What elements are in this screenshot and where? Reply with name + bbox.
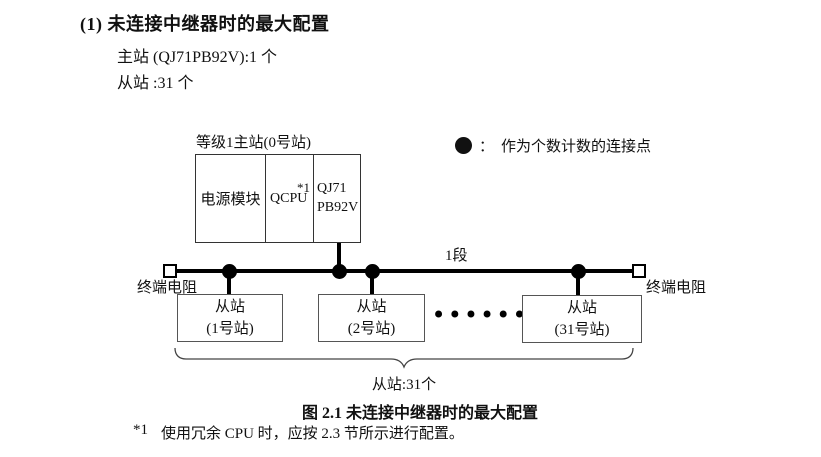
qj71-label-line1: QJ71 (317, 180, 347, 196)
connection-point-dot (222, 264, 237, 279)
connection-point-dot (332, 264, 347, 279)
slave-station-number: (31号站) (554, 322, 610, 338)
slave-station-name: 从站 (214, 298, 245, 315)
footnote: *1 使用冗余 CPU 时，应按 2.3 节所示进行配置。 (133, 422, 464, 443)
qj71pb92v-cell: QJ71 PB92V (314, 155, 360, 242)
bus-line (171, 269, 639, 273)
legend: ： 作为个数计数的连接点 (455, 135, 651, 156)
terminating-resistor-right-icon (632, 264, 646, 278)
figure-caption: 图 2.1 未连接中继器时的最大配置 (301, 405, 538, 422)
qcpu-label: QCPU (270, 190, 308, 206)
terminating-resistor-left-label: 终端电阻 (137, 280, 198, 296)
slave-count-line: 从站 :31 个 (117, 75, 194, 92)
section-heading: (1) 未连接中继器时的最大配置 (80, 14, 330, 34)
connection-point-dot (571, 264, 586, 279)
underbrace (174, 347, 634, 369)
footnote-ref-marker: *1 (297, 180, 310, 195)
master-station-box: 电源模块 *1 QCPU QJ71 PB92V (195, 154, 361, 243)
master-count-line: 主站 (QJ71PB92V):1 个 (117, 49, 278, 66)
slave-station-number: (2号站) (347, 321, 396, 337)
connection-point-dot (365, 264, 380, 279)
slave2-drop-line (370, 272, 374, 294)
slave-station-name: 从站 (566, 299, 597, 316)
brace-label: 从站:31个 (371, 377, 437, 393)
ellipsis-dots: •••••• (431, 301, 529, 329)
power-module-cell: 电源模块 (196, 155, 266, 242)
slave-station-box-31: 从站 (31号站) (522, 295, 642, 343)
terminating-resistor-left-icon (163, 264, 177, 278)
qj71-label-line2: PB92V (317, 199, 359, 215)
master-drop-line (337, 243, 341, 271)
segment-label: 1段 (445, 248, 468, 264)
master-station-label: 等级1主站(0号站) (196, 135, 311, 151)
legend-colon: ： (479, 139, 495, 155)
qcpu-cell: *1 QCPU (266, 155, 314, 242)
slave31-drop-line (576, 272, 580, 295)
slave-station-number: (1号站) (206, 321, 254, 337)
legend-text: 作为个数计数的连接点 (501, 139, 652, 155)
counted-connection-point-icon (455, 137, 472, 154)
slave-station-box-2: 从站 (2号站) (318, 294, 425, 342)
footnote-text: 使用冗余 CPU 时，应按 2.3 节所示进行配置。 (161, 426, 464, 442)
slave-station-box-1: 从站 (1号站) (177, 294, 283, 342)
slave-station-name: 从站 (356, 298, 387, 315)
slave1-drop-line (227, 272, 231, 294)
terminating-resistor-right-label: 终端电阻 (646, 280, 707, 296)
footnote-marker: *1 (133, 422, 148, 438)
